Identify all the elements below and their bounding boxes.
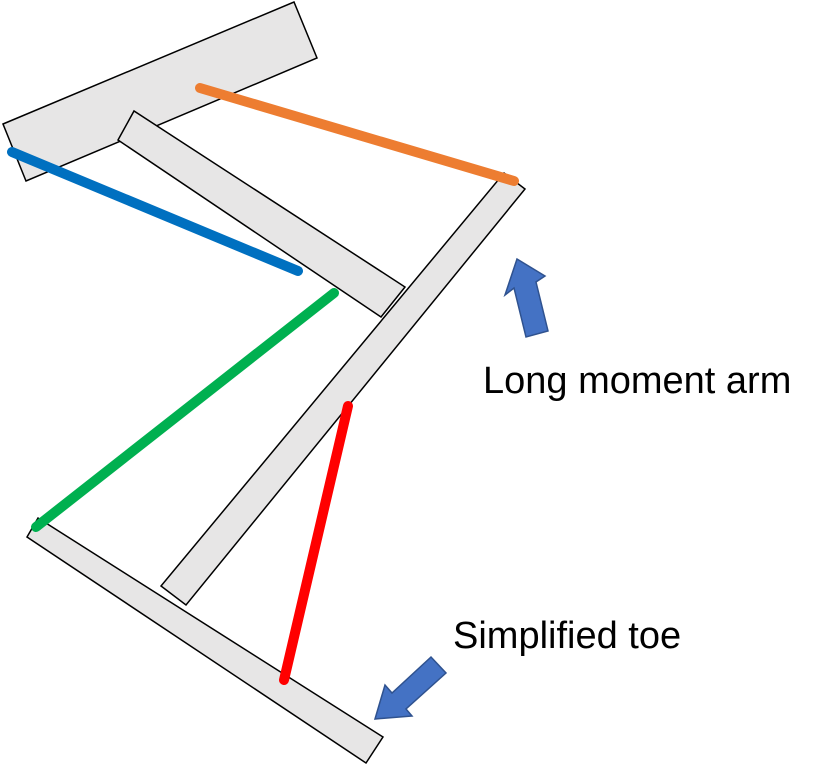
diagonal-shin-bar xyxy=(117,109,407,319)
green-muscle-line xyxy=(31,288,339,532)
top-thigh-bar xyxy=(2,1,318,182)
toe-bar xyxy=(25,516,385,765)
simplified-toe-label: Simplified toe xyxy=(453,615,682,657)
long-moment-arm-label: Long moment arm xyxy=(483,360,792,402)
moment-arm-arrow-icon xyxy=(503,257,549,338)
orange-muscle-line xyxy=(195,83,519,186)
red-muscle-line xyxy=(279,401,353,685)
blue-muscle-line xyxy=(7,147,303,276)
toe-arrow-icon xyxy=(373,655,448,720)
